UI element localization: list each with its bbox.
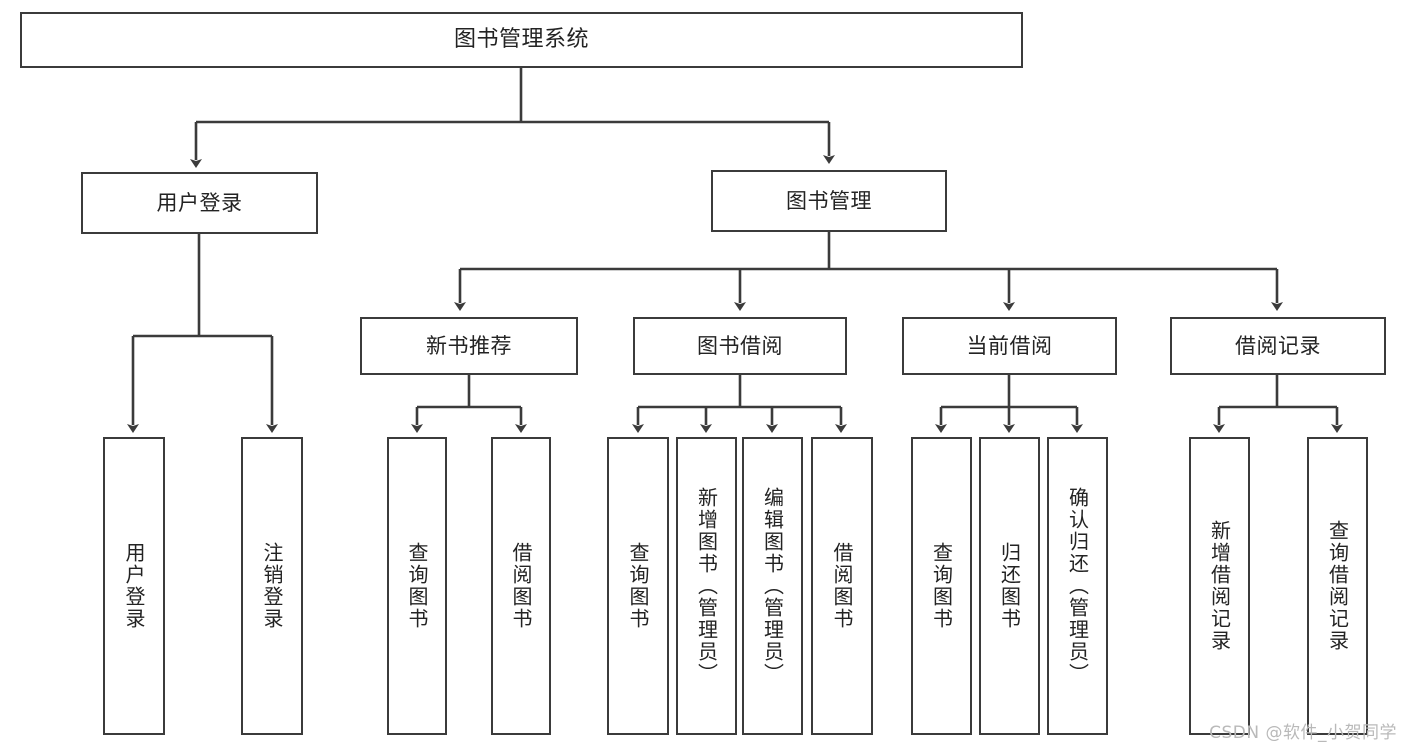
node-current-borrow-label: 当前借阅 bbox=[966, 333, 1053, 358]
node-new-book-recommend[interactable]: 新书推荐 bbox=[360, 317, 578, 375]
leaf-query-book-3-label: 查询图书 bbox=[929, 542, 954, 630]
leaf-logout-login[interactable]: 注销登录 bbox=[241, 437, 303, 735]
leaf-query-book-3[interactable]: 查询图书 bbox=[911, 437, 972, 735]
node-new-book-recommend-label: 新书推荐 bbox=[426, 333, 512, 358]
leaf-add-record-label: 新增借阅记录 bbox=[1207, 520, 1232, 652]
node-borrow-record[interactable]: 借阅记录 bbox=[1170, 317, 1386, 375]
leaf-logout-login-label: 注销登录 bbox=[260, 542, 284, 630]
watermark: CSDN @软件_小贺同学 bbox=[1209, 723, 1397, 743]
leaf-borrow-book-2-label: 借阅图书 bbox=[830, 542, 854, 630]
leaf-query-book-2[interactable]: 查询图书 bbox=[607, 437, 669, 735]
leaf-edit-book[interactable]: 编辑图书（管理员） bbox=[742, 437, 803, 735]
leaf-return-book[interactable]: 归还图书 bbox=[979, 437, 1040, 735]
node-book-manage-label: 图书管理 bbox=[786, 188, 872, 213]
node-root[interactable]: 图书管理系统 bbox=[20, 12, 1023, 68]
leaf-query-book-1[interactable]: 查询图书 bbox=[387, 437, 447, 735]
leaf-user-login[interactable]: 用户登录 bbox=[103, 437, 165, 735]
leaf-query-record-label: 查询借阅记录 bbox=[1325, 520, 1350, 652]
leaf-borrow-book-1-label: 借阅图书 bbox=[509, 542, 533, 630]
leaf-borrow-book-1[interactable]: 借阅图书 bbox=[491, 437, 551, 735]
node-borrow-record-label: 借阅记录 bbox=[1235, 333, 1321, 358]
node-book-manage[interactable]: 图书管理 bbox=[711, 170, 947, 232]
node-user-login-label: 用户登录 bbox=[156, 190, 243, 215]
leaf-borrow-book-2[interactable]: 借阅图书 bbox=[811, 437, 873, 735]
node-root-label: 图书管理系统 bbox=[453, 27, 589, 53]
leaf-query-record[interactable]: 查询借阅记录 bbox=[1307, 437, 1368, 735]
node-book-borrow-label: 图书借阅 bbox=[697, 333, 783, 358]
leaf-add-record[interactable]: 新增借阅记录 bbox=[1189, 437, 1250, 735]
node-current-borrow[interactable]: 当前借阅 bbox=[902, 317, 1117, 375]
leaf-edit-book-label: 编辑图书（管理员） bbox=[760, 487, 785, 685]
leaf-query-book-1-label: 查询图书 bbox=[405, 542, 429, 630]
leaf-user-login-label: 用户登录 bbox=[122, 542, 146, 630]
leaf-add-book[interactable]: 新增图书（管理员） bbox=[676, 437, 737, 735]
leaf-add-book-label: 新增图书（管理员） bbox=[694, 487, 719, 685]
leaf-confirm-return[interactable]: 确认归还（管理员） bbox=[1047, 437, 1108, 735]
leaf-return-book-label: 归还图书 bbox=[997, 542, 1022, 630]
node-user-login[interactable]: 用户登录 bbox=[81, 172, 318, 234]
leaf-query-book-2-label: 查询图书 bbox=[626, 542, 650, 630]
node-book-borrow[interactable]: 图书借阅 bbox=[633, 317, 847, 375]
leaf-confirm-return-label: 确认归还（管理员） bbox=[1065, 487, 1090, 685]
